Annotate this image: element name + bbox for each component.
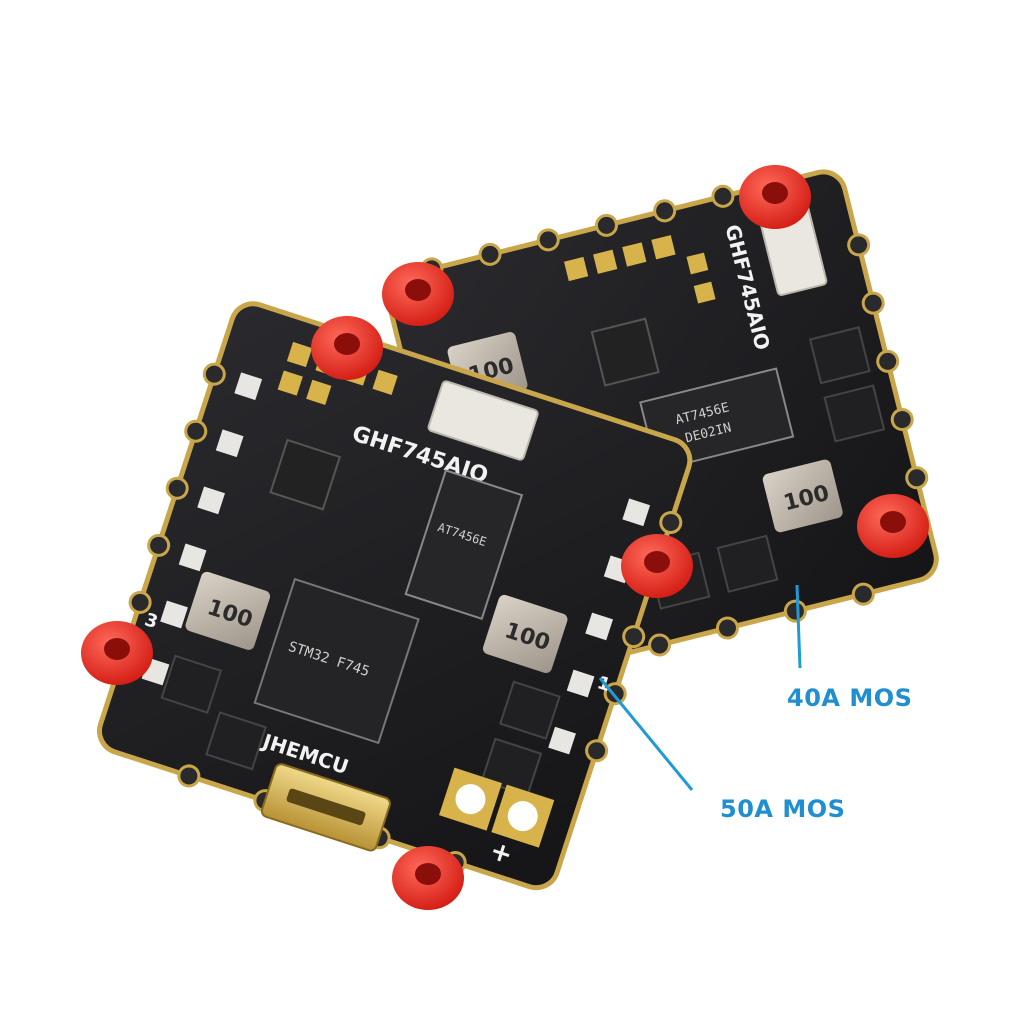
front-standoffs [81, 316, 693, 910]
back-board-pads [563, 235, 716, 304]
front-board-mcu-chip [253, 577, 420, 745]
front-board-inductor [185, 571, 271, 650]
standoff [621, 534, 693, 598]
front-board-gyro-chip [269, 438, 342, 511]
standoff [739, 165, 811, 229]
front-board-pads [141, 372, 651, 755]
standoff [857, 494, 929, 558]
front-board-pad-label-3: 3 [142, 609, 160, 633]
standoff [311, 316, 383, 380]
callout-line-40a [795, 584, 802, 669]
standoff [392, 846, 464, 910]
front-board-inductor-2 [482, 594, 568, 674]
front-board-connector [427, 380, 539, 461]
front-board-driver-chip [404, 469, 524, 621]
callout-line-50a [598, 677, 694, 791]
back-standoffs [382, 165, 929, 558]
back-board-gyro-chip [590, 317, 660, 387]
standoff [382, 262, 454, 326]
front-board-usb-opening [286, 788, 366, 826]
callout-label-40a-mos: 40A MOS [787, 684, 913, 712]
front-board-power-pads [438, 767, 555, 848]
standoff [81, 621, 153, 685]
callout-label-50a-mos: 50A MOS [720, 795, 846, 823]
back-board-inductor-2 [762, 459, 843, 533]
